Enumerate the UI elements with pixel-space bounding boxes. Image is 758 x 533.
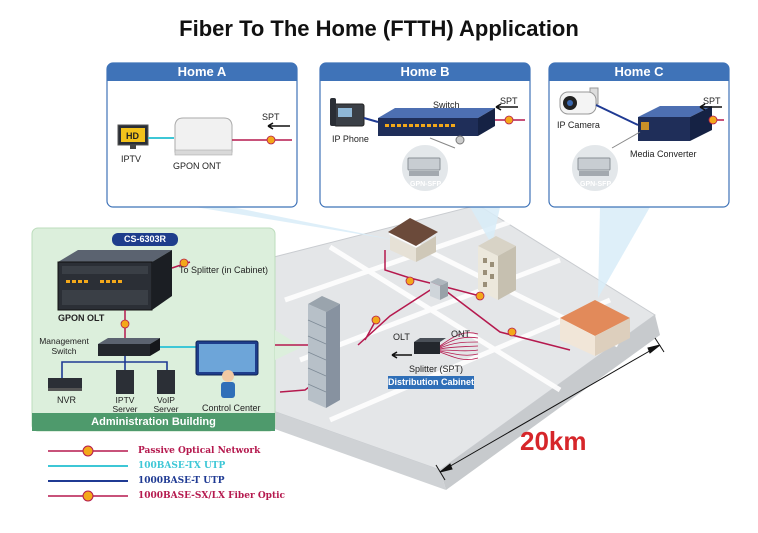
to-splitter-label: To Splitter (in Cabinet) (179, 265, 269, 275)
distribution-cabinet-label: Distribution Cabinet (388, 377, 474, 387)
iptv-server-icon (116, 370, 134, 394)
hd-logo: HD (126, 131, 139, 141)
office-tower (307, 296, 340, 408)
iptv-server-label: IPTV Server (112, 395, 138, 414)
media-converter-label: Media Converter (630, 149, 697, 159)
management-switch-label: Management Switch (39, 336, 89, 356)
ip-phone-label: IP Phone (332, 134, 369, 144)
model-badge (112, 233, 178, 246)
home-a-title: Home A (177, 64, 227, 79)
upstream-arrow-a (267, 122, 290, 130)
villa (560, 300, 630, 356)
legend-swatches (48, 445, 128, 502)
voip-server-label: VoIP Server (153, 395, 179, 414)
cabinet-ont-label: ONT (451, 329, 470, 339)
spt-marker-b (504, 115, 514, 125)
switch-label: Switch (433, 100, 460, 110)
spt-marker-c (708, 115, 718, 125)
home-b-pointer (470, 207, 500, 245)
apartment-building (478, 236, 516, 300)
sfp-label-b: GPN-SFP (410, 181, 442, 188)
distance-label: 20km (520, 426, 587, 456)
legend-1000base-sx-lx: 1000BASE-SX/LX Fiber Optic (138, 491, 286, 501)
legend-1000base-t: 1000BASE-T UTP (138, 476, 225, 486)
iptv-label: IPTV (121, 154, 142, 164)
upstream-arrow-b (495, 103, 518, 111)
diagram-title: Fiber To The Home (FTTH) Application (179, 16, 579, 41)
spt-label-a: SPT (262, 112, 280, 122)
distance-dimension (435, 337, 665, 481)
voip-server-icon (157, 370, 175, 394)
spt-label-b: SPT (500, 96, 518, 106)
sfp-label-c: GPN-SFP (580, 181, 612, 188)
house-a (388, 218, 438, 262)
iptv-icon (117, 124, 149, 149)
home-b-title: Home B (400, 64, 450, 79)
nvr-label: NVR (57, 395, 77, 405)
olt-uplink-marker (179, 258, 189, 268)
media-converter-icon (638, 106, 712, 141)
model-label: CS-6303R (123, 234, 167, 244)
splitter-label: Splitter (SPT) (409, 364, 464, 374)
spt-label-c: SPT (703, 96, 721, 106)
gpon-ont-label: GPON ONT (173, 161, 222, 171)
gpon-ont-icon (174, 117, 233, 156)
home-c-title: Home C (614, 64, 664, 79)
distribution-cabinet (388, 332, 479, 389)
ip-camera-icon (559, 87, 599, 115)
ip-camera-label: IP Camera (557, 120, 600, 130)
spt-marker-a (266, 135, 276, 145)
upstream-arrow-c (699, 103, 722, 111)
control-center-icon (195, 340, 259, 398)
pon-markers (371, 276, 517, 337)
home-c-pointer (598, 207, 650, 298)
ground-side (440, 315, 660, 490)
splitter-cabinet (430, 278, 448, 300)
ip-phone-icon (330, 98, 365, 127)
cabinet-olt-label: OLT (393, 332, 410, 342)
control-center-label: Control Center (202, 403, 261, 413)
nvr-icon (48, 378, 82, 391)
sfp-zoom-c (570, 131, 641, 193)
admin-building-label: Administration Building (91, 416, 216, 428)
legend-100base-tx: 100BASE-TX UTP (138, 461, 226, 471)
sfp-zoom-b (400, 135, 465, 193)
home-a-pointer (195, 207, 395, 240)
switch-icon (378, 108, 495, 136)
olt-downlink-marker (120, 319, 130, 329)
gpon-olt-label: GPON OLT (58, 313, 105, 323)
management-switch-icon (98, 338, 160, 356)
gpon-olt-chassis (57, 250, 172, 311)
legend-pon: Passive Optical Network (138, 446, 261, 456)
